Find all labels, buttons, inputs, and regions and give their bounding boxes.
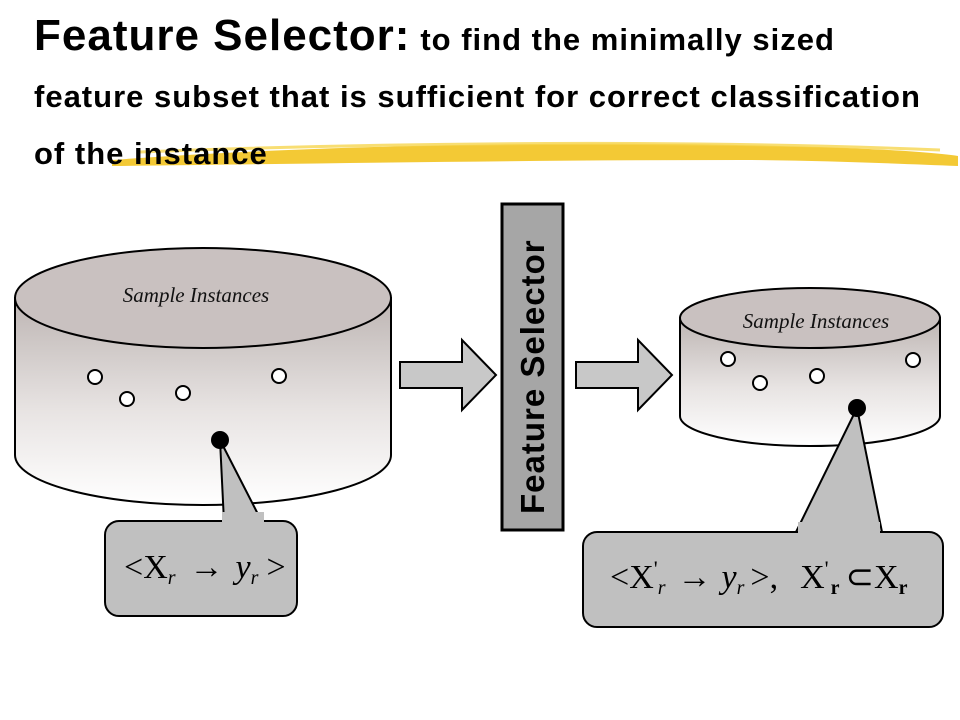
instance-point bbox=[720, 351, 736, 367]
title-main: Feature Selector: bbox=[34, 11, 411, 60]
left-database-label: Sample Instances bbox=[123, 283, 269, 307]
right-database-label: Sample Instances bbox=[743, 309, 889, 333]
instance-point bbox=[809, 368, 825, 384]
instance-point bbox=[175, 385, 191, 401]
flow-arrow-1 bbox=[399, 337, 498, 413]
left-cylinder-body bbox=[14, 297, 392, 506]
right-formula: <X'r→yr>,X'r⊂Xr bbox=[610, 556, 908, 599]
selected-instance-point bbox=[848, 399, 866, 417]
left-database: Sample Instances bbox=[14, 247, 392, 506]
right-callout-box bbox=[582, 531, 944, 628]
instance-point bbox=[905, 352, 921, 368]
instance-point bbox=[87, 369, 103, 385]
feature-selector-label: Feature Selector bbox=[514, 239, 551, 514]
right-cylinder-body bbox=[679, 317, 941, 447]
selected-instance-point bbox=[211, 431, 229, 449]
left-callout-box bbox=[104, 520, 298, 617]
title-subtitle: to find the minimally sized feature subs… bbox=[34, 22, 921, 171]
instance-point bbox=[752, 375, 768, 391]
right-cylinder-top bbox=[679, 287, 941, 349]
flow-arrow-2 bbox=[575, 337, 674, 413]
instance-point bbox=[271, 368, 287, 384]
slide-title: Feature Selector: to find the minimally … bbox=[34, 8, 934, 182]
left-formula: <Xr→yr> bbox=[124, 549, 286, 589]
instance-point bbox=[119, 391, 135, 407]
feature-selector-box: Feature Selector bbox=[500, 202, 565, 532]
left-cylinder-top bbox=[14, 247, 392, 349]
right-callout: <X'r→yr>,X'r⊂Xr bbox=[582, 399, 944, 628]
left-callout: <Xr→yr> bbox=[104, 431, 298, 617]
right-database: Sample Instances bbox=[679, 287, 941, 447]
